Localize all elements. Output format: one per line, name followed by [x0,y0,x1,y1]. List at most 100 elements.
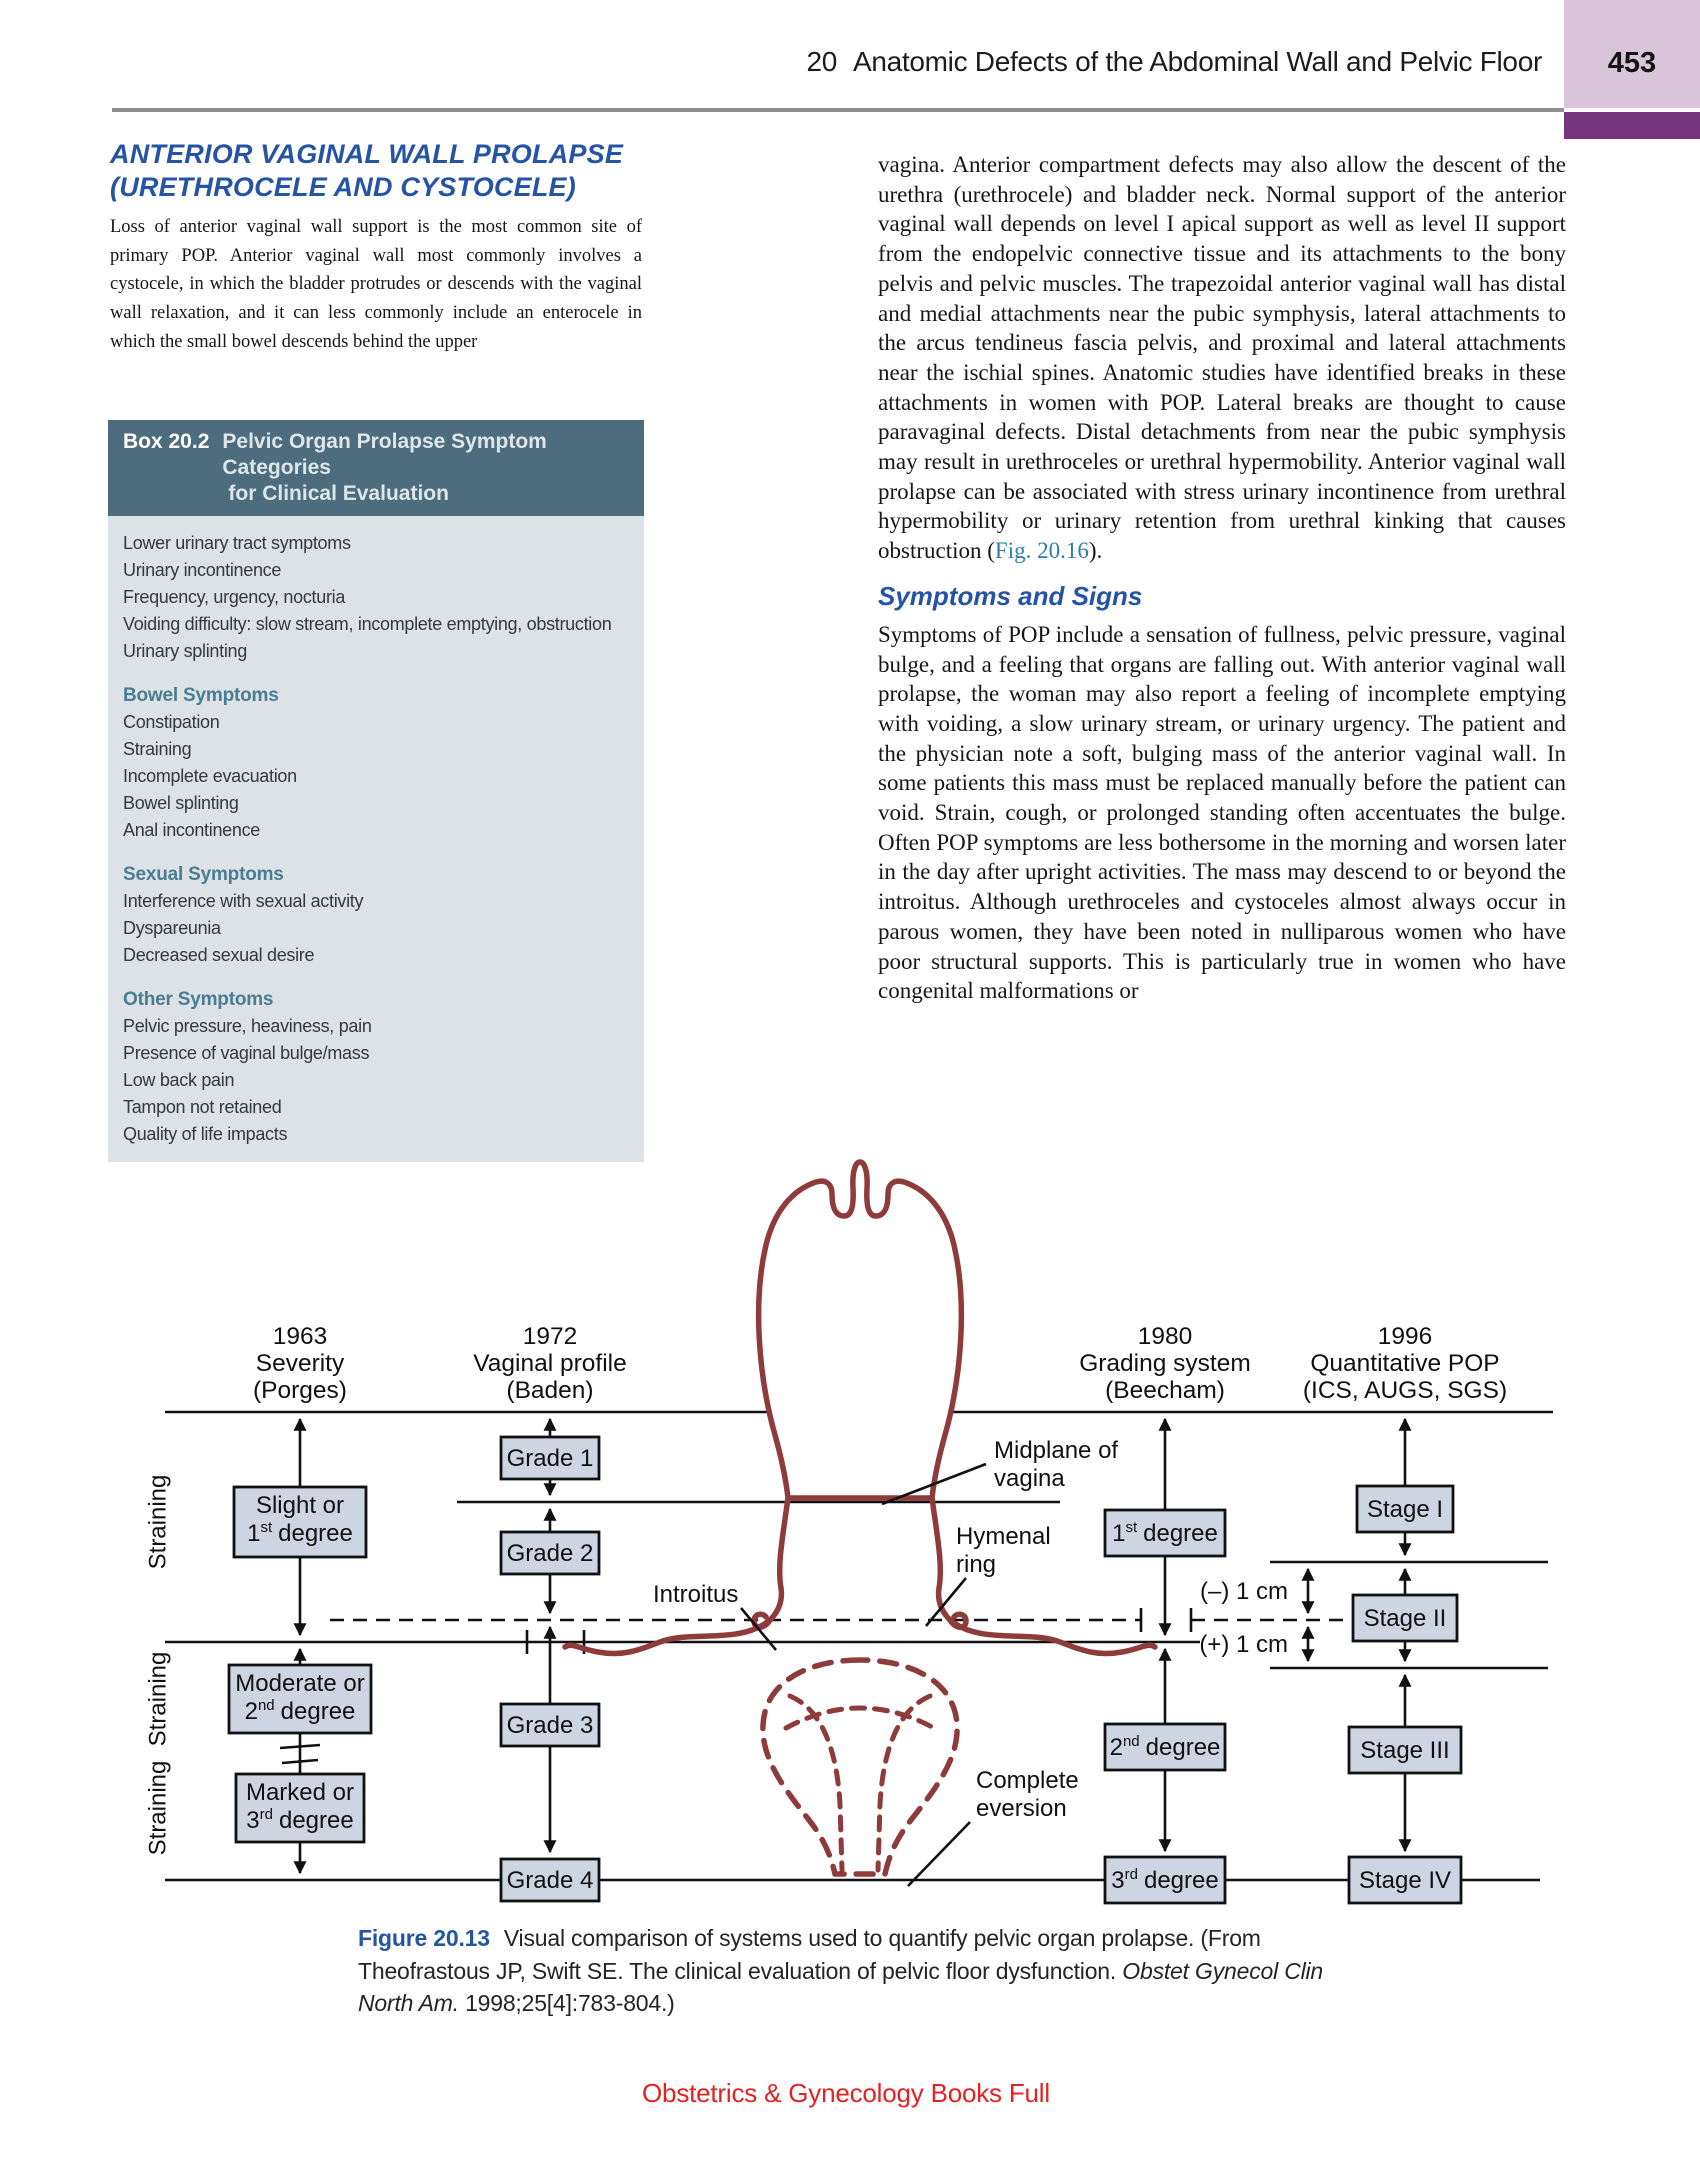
list-item: Voiding difficulty: slow stream, incompl… [123,614,612,634]
column-1963-author: (Porges) [253,1377,347,1404]
hymenal-ring-label-line2: ring [956,1551,996,1578]
popq-stage1-box [1355,1484,1455,1534]
beecham-1st-box [1103,1508,1227,1558]
column-1972-year: 1972 [523,1323,578,1350]
list-item: Urinary splinting [123,641,247,661]
header-rule [112,108,1564,112]
list-item: Straining [123,739,192,759]
column-1996-year: 1996 [1378,1323,1433,1350]
leader-line [925,1577,967,1627]
hymen-notch-left [751,1611,773,1630]
porges-box-1 [232,1485,368,1559]
box-subheading: Other Symptoms [123,989,274,1010]
chapter-title: Anatomic Defects of the Abdominal Wall a… [852,46,1542,77]
plus-1cm-label: (+) 1 cm [1199,1631,1288,1658]
box-subheading: Bowel Symptoms [123,685,279,706]
baden-grade2-box [499,1530,601,1576]
right-column: vagina. Anterior compartment defects may… [878,150,1566,1006]
popq-stage4-box [1347,1855,1463,1905]
popq-stage3-label: Stage III [1360,1737,1449,1764]
baden-grade3-box [499,1702,601,1748]
section-heading-line2: (URETHROCELE AND CYSTOCELE) [110,172,576,202]
popq-stage2-box [1351,1593,1459,1643]
subsection-heading: Symptoms and Signs [878,580,1143,611]
column-1980-author: (Beecham) [1105,1377,1225,1404]
list-item: Pelvic pressure, heaviness, pain [123,1016,372,1036]
midplane-label-line1: Midplane of [994,1437,1118,1464]
column-1996-name: Quantitative POP [1310,1350,1499,1377]
box-title-line1: Pelvic Organ Prolapse Symptom Categories [222,430,547,479]
everted-uterus-outline [760,1657,960,1877]
list-item: Presence of vaginal bulge/mass [123,1043,370,1063]
column-1972-author: (Baden) [506,1377,593,1404]
hymenal-ring-label-line1: Hymenal [956,1523,1051,1550]
list-item: Lower urinary tract symptoms [123,533,351,553]
leader-line [907,1821,971,1887]
column-1972-name: Vaginal profile [473,1350,626,1377]
column-1980-year: 1980 [1138,1323,1193,1350]
baden-grade1-box [499,1435,601,1481]
beecham-2nd-box [1103,1722,1227,1772]
right-column-paragraph-2: Symptoms of POP include a sensation of f… [878,621,1566,1004]
left-column-paragraph: Loss of anterior vaginal wall support is… [110,217,642,352]
list-item: Quality of life impacts [123,1124,288,1144]
box-title-line2: for Clinical Evaluation [228,482,449,505]
page-number-tab: 453 [1564,0,1700,108]
box-title: Pelvic Organ Prolapse Symptom Categories… [222,429,632,507]
baden-grade2-label: Grade 2 [507,1540,594,1567]
list-item: Tampon not retained [123,1097,282,1117]
symptom-box: Box 20.2 Pelvic Organ Prolapse Symptom C… [108,420,644,1162]
symptom-box-header: Box 20.2 Pelvic Organ Prolapse Symptom C… [108,420,644,516]
popq-stage1-label: Stage I [1367,1496,1443,1523]
chapter-number: 20 [806,46,837,77]
list-item: Frequency, urgency, nocturia [123,587,346,607]
hymen-notch-right [947,1611,969,1630]
vaginal-wall-right [929,1495,1158,1657]
everted-canal-right [875,1693,933,1873]
uterus-outline [755,1159,965,1501]
list-item: Bowel splinting [123,793,239,813]
box-section-other: Other Symptoms Pelvic pressure, heavines… [123,986,630,1148]
vaginal-wall-left [562,1495,791,1657]
page-tab-accent [1564,112,1700,139]
break-tick [281,1758,319,1765]
box-label: Box 20.2 [123,430,210,453]
straining-label: Straining [145,1652,172,1747]
break-tick [279,1743,321,1750]
list-item: Incomplete evacuation [123,766,297,786]
running-head: 20 Anatomic Defects of the Abdominal Wall… [806,46,1542,78]
straining-label: Straining [145,1761,172,1856]
straining-label: Straining [145,1475,172,1570]
popq-stage4-label: Stage IV [1359,1867,1451,1894]
figure-caption-tail: 1998;25[4]:783-804.) [458,1990,675,2016]
complete-eversion-label-line2: eversion [976,1795,1067,1822]
leader-line [881,1462,987,1506]
paragraph-text: ). [1088,538,1103,564]
midplane-label-line2: vagina [994,1465,1065,1492]
baden-grade4-label: Grade 4 [507,1867,594,1894]
list-item: Decreased sexual desire [123,945,315,965]
box-section-sexual: Sexual Symptoms Interference with sexual… [123,861,630,969]
porges-box-3-line1: Marked or [246,1779,354,1806]
column-1996-author: (ICS, AUGS, SGS) [1303,1377,1507,1404]
list-item: Low back pain [123,1070,235,1090]
box-section-urinary: Lower urinary tract symptoms Urinary inc… [123,530,630,665]
porges-box-2 [227,1663,373,1735]
porges-box-2-line1: Moderate or [235,1670,364,1697]
porges-box-1-line1: Slight or [256,1492,344,1519]
everted-fundus-inner [783,1705,937,1731]
figure-cross-reference-link[interactable]: Fig. 20.16 [994,538,1089,564]
page-number: 453 [1607,47,1657,79]
list-item: Constipation [123,712,220,732]
section-heading-line1: ANTERIOR VAGINAL WALL PROLAPSE [110,139,624,169]
column-1963-year: 1963 [273,1323,328,1350]
right-column-paragraph-1: vagina. Anterior compartment defects may… [878,150,1566,566]
list-item: Dyspareunia [123,918,221,938]
